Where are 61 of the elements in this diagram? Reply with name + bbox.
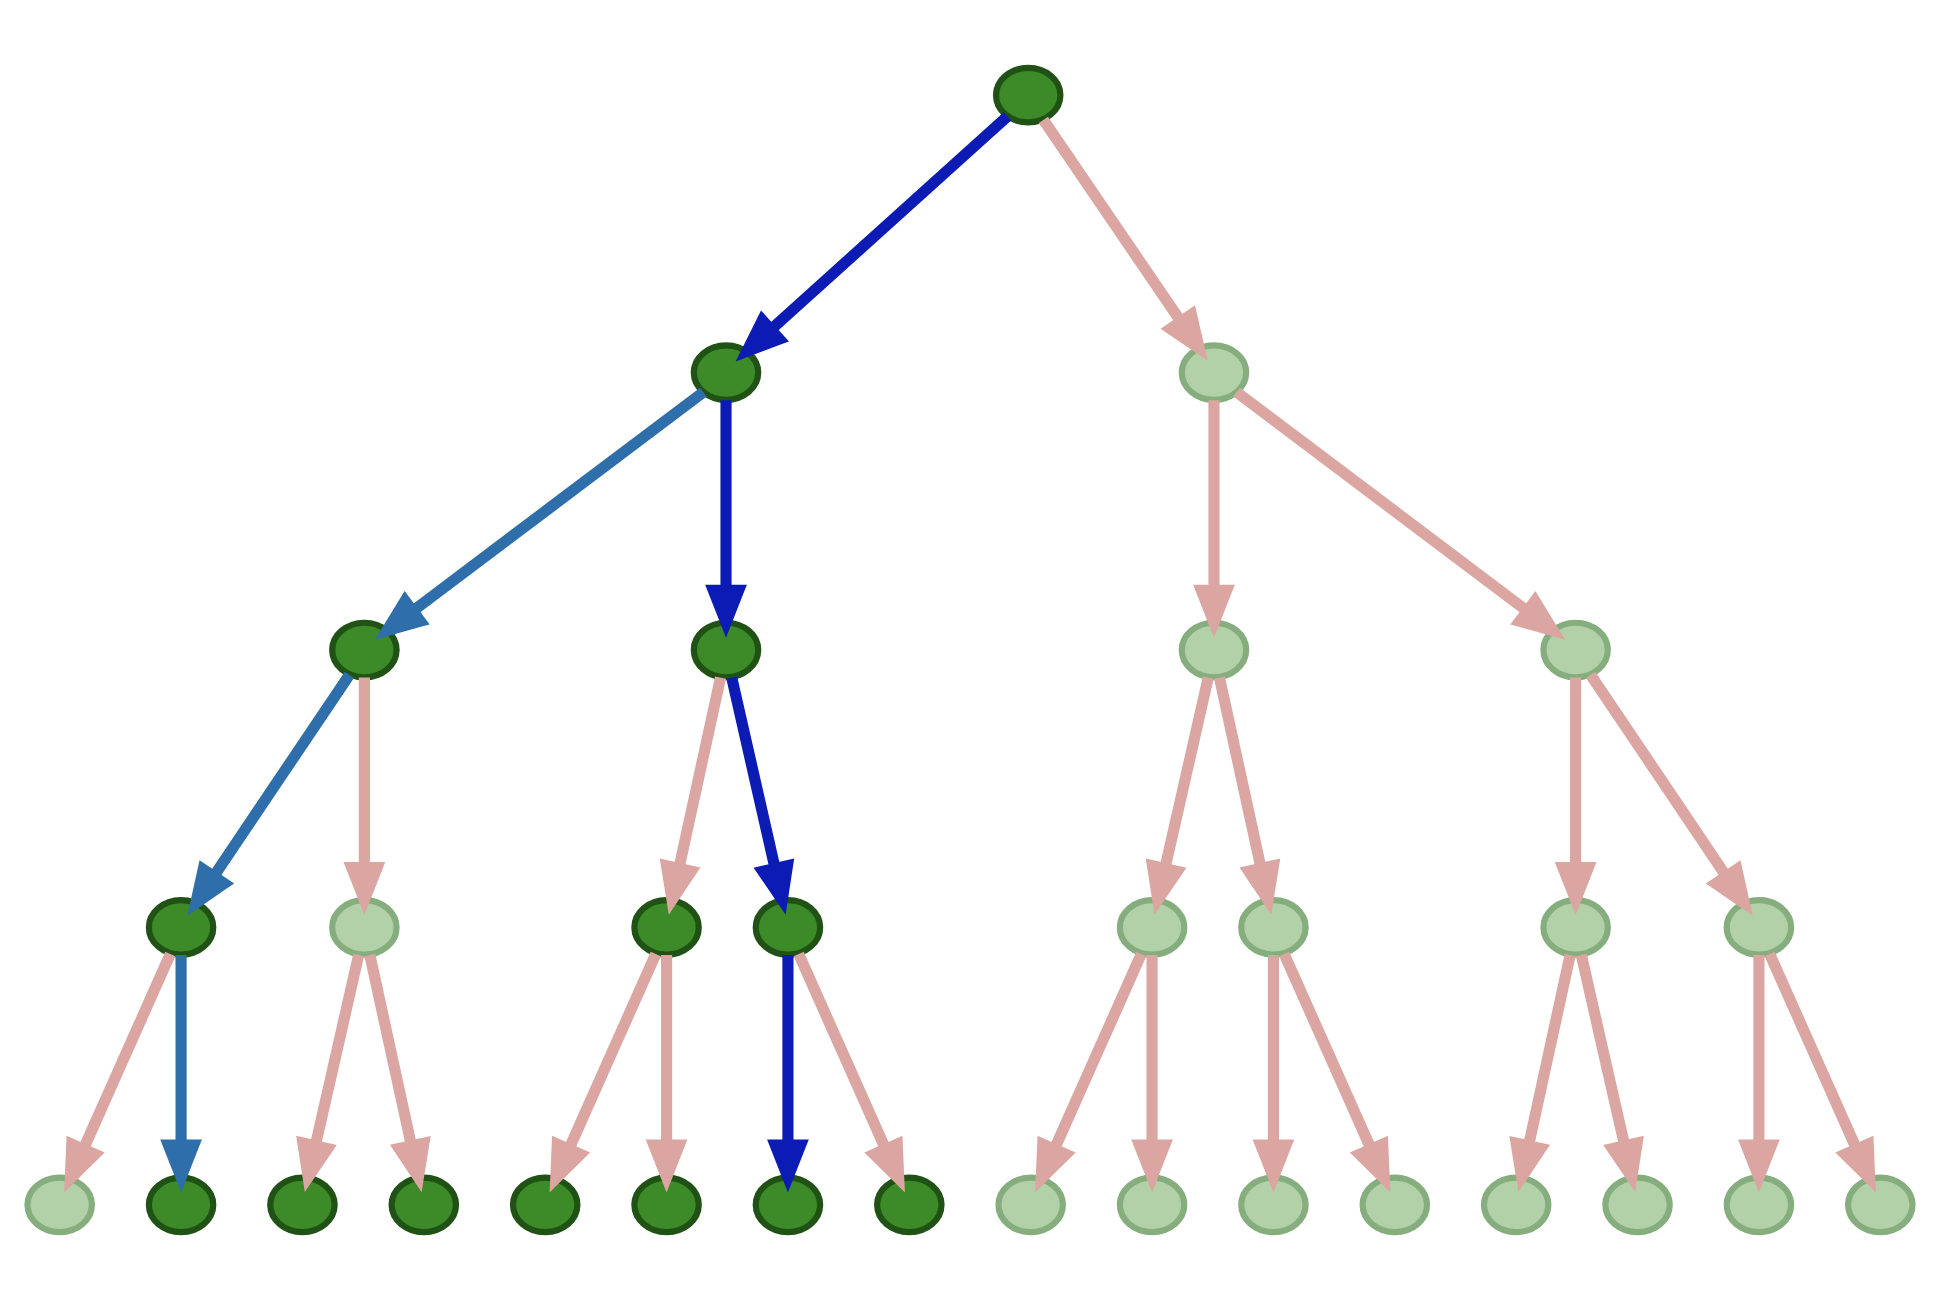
node-ellipse: [1116, 897, 1188, 958]
arrow: [364, 953, 431, 1193]
node-ellipse: [1723, 897, 1795, 958]
node-ellipse: [1540, 619, 1611, 681]
arrow: [1131, 955, 1173, 1193]
node-ellipse: [1723, 1174, 1795, 1236]
node-ellipse: [267, 1174, 338, 1236]
arrow: [1554, 677, 1597, 916]
node-ellipse: [145, 1174, 217, 1236]
node-ellipse: [509, 1174, 581, 1236]
node-ellipse: [995, 1174, 1066, 1236]
arrow: [705, 400, 747, 638]
node-ellipse: [1602, 1174, 1673, 1236]
arrow: [296, 953, 365, 1193]
arrow: [1038, 116, 1208, 361]
arrow: [735, 112, 1012, 362]
arrow: [160, 955, 202, 1193]
arrow: [659, 676, 726, 915]
arrow: [1252, 955, 1295, 1193]
arrow: [1214, 676, 1281, 915]
node-ellipse: [752, 1174, 824, 1236]
arrow: [767, 955, 809, 1193]
node-ellipse: [1238, 1174, 1309, 1236]
node-ellipse: [1359, 1174, 1431, 1236]
node-ellipse: [24, 1174, 95, 1236]
node-ellipse: [874, 1174, 945, 1236]
node-ellipse: [1238, 897, 1309, 958]
node-ellipse: [690, 619, 762, 681]
arrow: [726, 676, 795, 915]
arrow: [793, 951, 905, 1193]
node-ellipse: [752, 897, 824, 958]
node-ellipse: [1480, 1174, 1552, 1236]
node-ellipse: [631, 1174, 702, 1236]
arrow: [187, 671, 354, 916]
arrow: [1279, 951, 1391, 1193]
node-ellipse: [1540, 897, 1611, 958]
node-ellipse: [145, 897, 217, 958]
node-ellipse: [1116, 1174, 1188, 1236]
arrow: [1145, 676, 1214, 915]
node-ellipse: [631, 897, 702, 958]
arrow: [374, 387, 707, 640]
arrow: [549, 951, 661, 1193]
arrow: [1764, 951, 1876, 1193]
node-ellipse: [992, 64, 1064, 126]
node-ellipse: [1178, 619, 1250, 681]
node-ellipse: [329, 897, 400, 958]
node-ellipse: [329, 619, 400, 681]
arrow: [1193, 400, 1235, 638]
node-ellipse: [1845, 1174, 1916, 1236]
arrow: [645, 955, 688, 1193]
node-ellipse: [690, 342, 762, 403]
arrow: [1035, 951, 1147, 1193]
node-ellipse: [388, 1174, 460, 1236]
arrow: [1509, 953, 1576, 1193]
arrow: [1586, 671, 1753, 916]
arrow: [343, 677, 386, 916]
arrow: [1738, 955, 1780, 1193]
node-ellipse: [1178, 342, 1250, 403]
arrow: [1575, 953, 1644, 1193]
arrow: [64, 951, 176, 1193]
arrow: [1233, 387, 1566, 640]
